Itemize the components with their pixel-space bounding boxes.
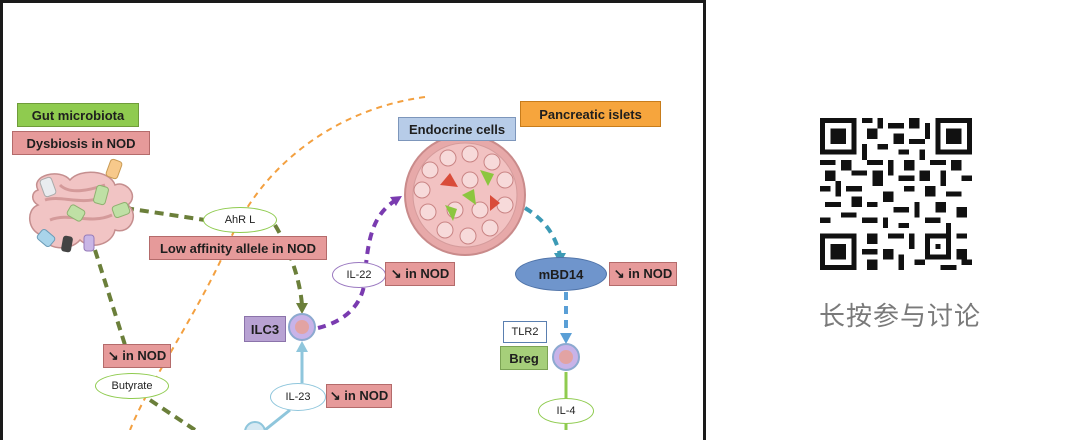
orange-dashed-arc xyxy=(129,96,426,430)
label-ilc3: ILC3 xyxy=(244,316,286,342)
islets-to-mbd14-arrow xyxy=(523,206,562,256)
label-low-affinity: Low affinity allele in NOD xyxy=(149,236,327,260)
oval-mbd14: mBD14 xyxy=(515,257,607,291)
box-tlr2: TLR2 xyxy=(503,321,547,343)
label-dysbiosis: Dysbiosis in NOD xyxy=(12,131,150,155)
label-butyrate-nod: ↘ in NOD xyxy=(103,344,171,368)
label-breg: Breg xyxy=(500,346,548,370)
bottom-cell xyxy=(244,421,266,430)
intestine-illustration xyxy=(29,158,134,253)
gut-to-ahrl-arrow xyxy=(124,206,206,222)
label-gut-microbiota: Gut microbiota xyxy=(17,103,139,127)
oval-ahr-l: AhR L xyxy=(203,207,277,233)
breg-cell xyxy=(552,343,580,371)
oval-il23: IL-23 xyxy=(270,383,326,411)
qr-caption: 长按参与讨论 xyxy=(818,302,981,332)
ahrl-to-ilc3-arrow xyxy=(273,223,304,306)
butyrate-down-arrow xyxy=(148,398,197,430)
qr-code-icon[interactable] xyxy=(820,118,972,270)
oval-il4: IL-4 xyxy=(538,398,594,424)
oval-il22: IL-22 xyxy=(332,262,386,288)
oval-butyrate: Butyrate xyxy=(95,373,169,399)
label-mbd14-nod: ↘ in NOD xyxy=(609,262,677,286)
label-il22-nod: ↘ in NOD xyxy=(385,262,455,286)
label-il23-nod: ↘ in NOD xyxy=(326,384,392,408)
gut-to-butyrate-arrow xyxy=(93,249,127,346)
label-pancreatic-islets: Pancreatic islets xyxy=(520,101,661,127)
islet-illustration xyxy=(404,134,526,256)
label-endocrine-cells: Endocrine cells xyxy=(398,117,516,141)
ilc3-cell xyxy=(288,313,316,341)
diagram-arrows xyxy=(29,96,580,430)
